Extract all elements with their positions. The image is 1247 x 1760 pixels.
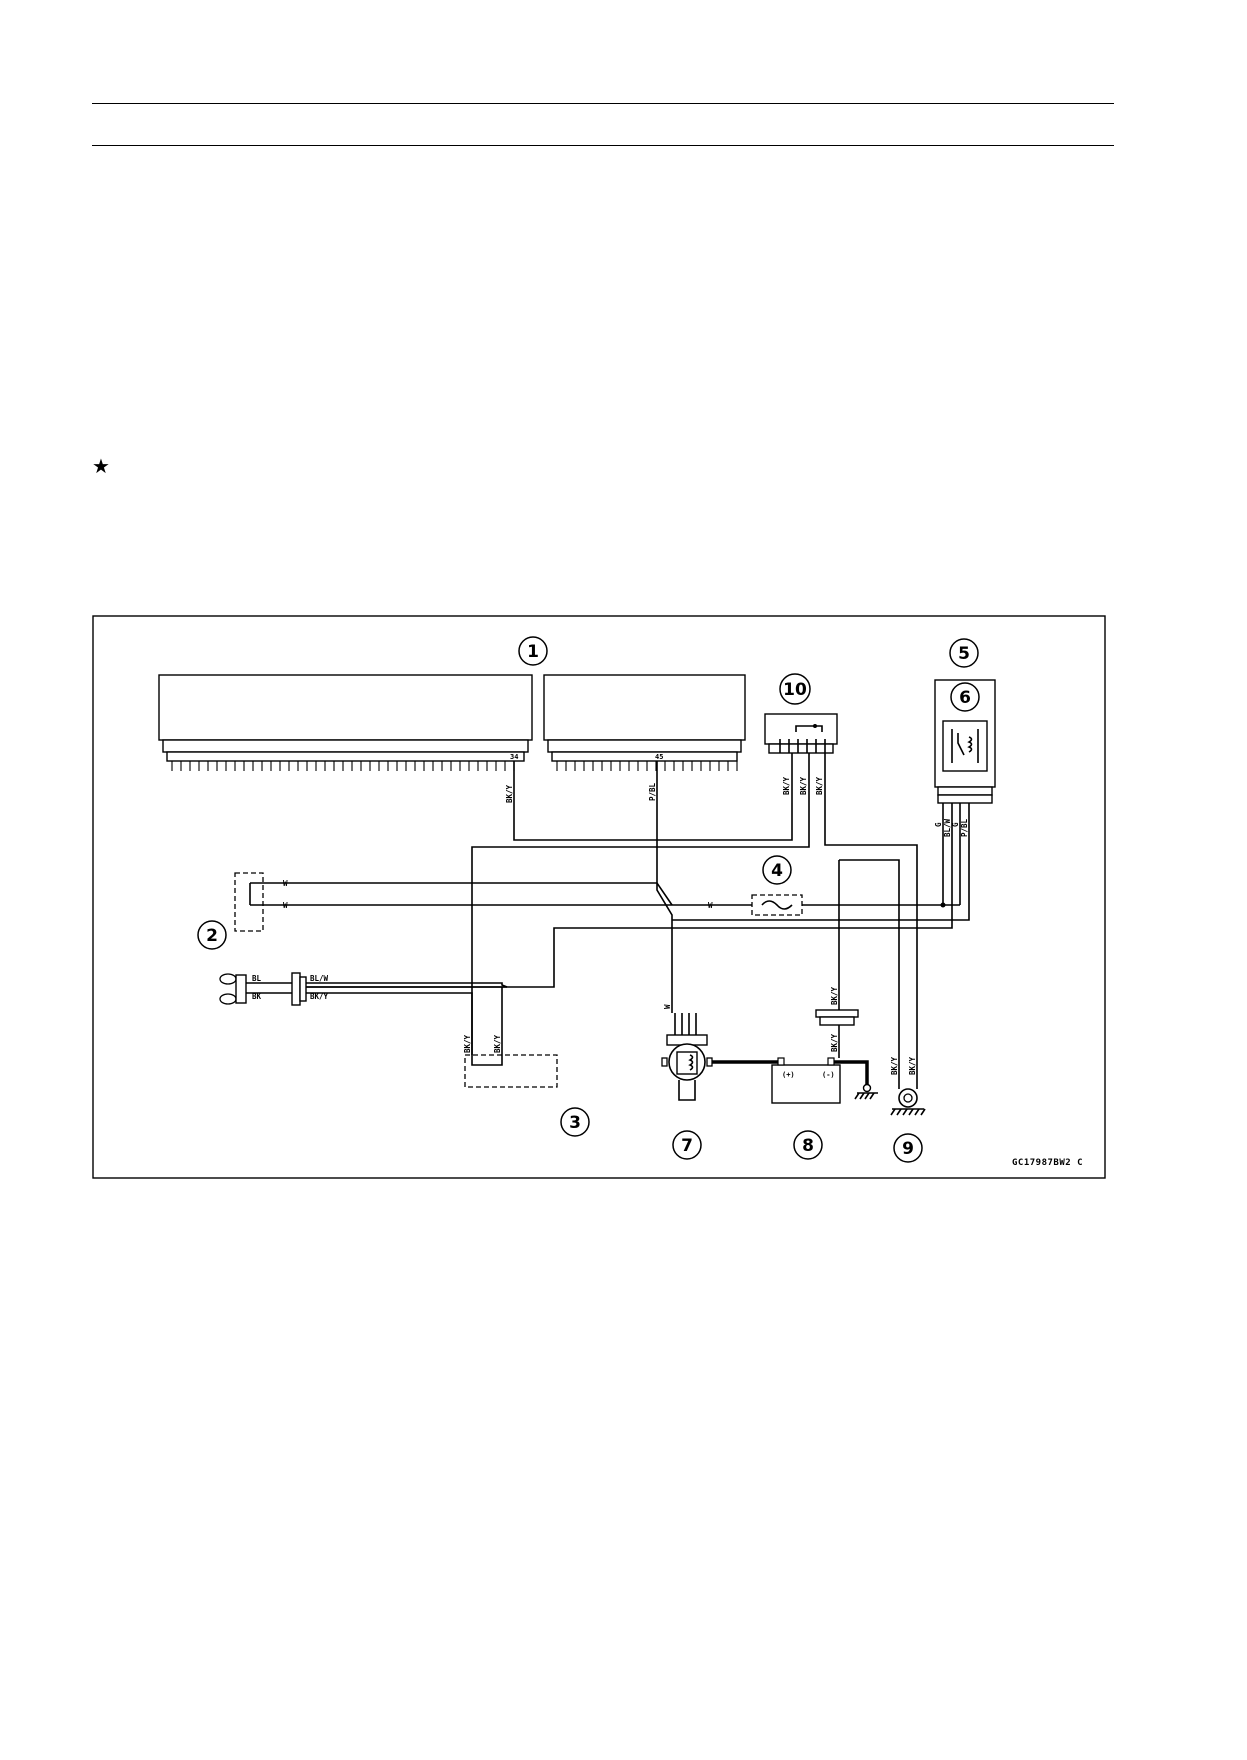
svg-text:7: 7 <box>681 1136 693 1156</box>
wire-label-ecu-right: P/BL <box>648 782 657 801</box>
wire-label-relay-blw: BL/W <box>943 818 952 837</box>
wire-label-fan-blw: BL/W <box>310 974 329 983</box>
wire-label-c10-b: BK/Y <box>799 776 808 795</box>
ecu-left-pin-number: 34 <box>510 753 518 761</box>
callout-1: 1 <box>518 636 548 666</box>
component-2-box <box>234 872 264 932</box>
header-rule-top <box>92 103 1114 104</box>
wire-label-fan-bk: BK <box>252 992 262 1001</box>
wire-label-c10-a: BK/Y <box>782 776 791 795</box>
svg-text:5: 5 <box>958 644 970 664</box>
wire-relay-blw <box>302 803 953 988</box>
callout-8: 8 <box>793 1130 823 1160</box>
wire-label-relay-g1: G <box>934 822 943 827</box>
wire-ecu-left-bky <box>513 761 793 841</box>
wiring-diagram: 34 45 <box>92 615 1106 1179</box>
figure-code: GC17987BW2 C <box>1012 1158 1083 1168</box>
ecu-left-connector: 34 <box>158 674 533 771</box>
battery-minus-label: (-) <box>822 1071 835 1079</box>
callout-3: 3 <box>560 1107 590 1137</box>
wire-c10-b <box>471 753 810 1055</box>
wire-ecu-right-pbl <box>656 761 673 983</box>
component-3-box <box>464 1054 558 1088</box>
component-10-box <box>764 713 838 754</box>
wire-label-ecu-left: BK/Y <box>505 784 514 803</box>
callout-5: 5 <box>949 638 979 668</box>
wire-fan-blw <box>342 982 508 988</box>
svg-text:10: 10 <box>783 680 807 700</box>
callout-2: 2 <box>197 920 227 950</box>
svg-text:8: 8 <box>802 1136 814 1156</box>
svg-text:9: 9 <box>902 1139 914 1159</box>
wire-label-c9-left: BK/Y <box>890 1056 899 1075</box>
fan-motor-icon <box>219 972 473 1055</box>
wire-label-fan-bky: BK/Y <box>310 992 329 1001</box>
wire-label-c2-bottom: W <box>283 901 288 910</box>
svg-text:1: 1 <box>527 642 539 662</box>
relay-box <box>934 679 996 804</box>
battery-neg-connector <box>815 1009 859 1018</box>
component-7-symbol <box>661 1013 713 1101</box>
callout-9: 9 <box>893 1133 923 1163</box>
wire-c10-c <box>824 753 918 1075</box>
wire-label-c3-left: BK/Y <box>463 1034 472 1053</box>
fuse-4-symbol <box>761 900 793 910</box>
wire-label-c8-conn: BK/Y <box>830 986 839 1005</box>
svg-text:2: 2 <box>206 926 218 946</box>
wire-label-c7-top: W <box>663 1004 672 1009</box>
battery-cable-negative <box>834 1060 869 1085</box>
star-bullet-icon: ★ <box>92 454 110 478</box>
wire-label-c10-c: BK/Y <box>815 776 824 795</box>
wire-label-c2-top: W <box>283 879 288 888</box>
wire-relay-pbl <box>672 803 970 921</box>
ground-symbol-battery <box>854 1083 878 1100</box>
header-rule-bottom <box>92 145 1114 146</box>
svg-text:6: 6 <box>959 688 971 708</box>
wire-label-fan-bl: BL <box>252 974 262 983</box>
callout-10: 10 <box>779 673 811 705</box>
svg-text:4: 4 <box>771 861 783 881</box>
wire-label-c9-right: BK/Y <box>908 1056 917 1075</box>
svg-text:3: 3 <box>569 1113 581 1133</box>
fuse-4-box <box>751 894 803 916</box>
battery-8-symbol: (+) (-) <box>771 1057 841 1104</box>
ground-9-symbol <box>890 1075 926 1116</box>
wire-label-c3-right: BK/Y <box>493 1034 502 1053</box>
wire-c8-upper <box>839 859 900 1075</box>
wire-label-c8-lower: BK/Y <box>830 1033 839 1052</box>
ecu-right-pin-number: 45 <box>655 753 663 761</box>
diagram-frame <box>92 615 1106 1179</box>
ecu-right-connector: 45 <box>543 674 746 771</box>
wire-label-relay-pbl: P/BL <box>960 818 969 837</box>
wire-c2-top <box>250 882 673 906</box>
callout-7: 7 <box>672 1130 702 1160</box>
callout-6: 6 <box>950 682 980 712</box>
callout-4: 4 <box>762 855 792 885</box>
battery-plus-label: (+) <box>782 1071 795 1079</box>
wire-label-w-mid: W <box>708 901 713 910</box>
wire-label-relay-g2: G <box>951 822 960 827</box>
